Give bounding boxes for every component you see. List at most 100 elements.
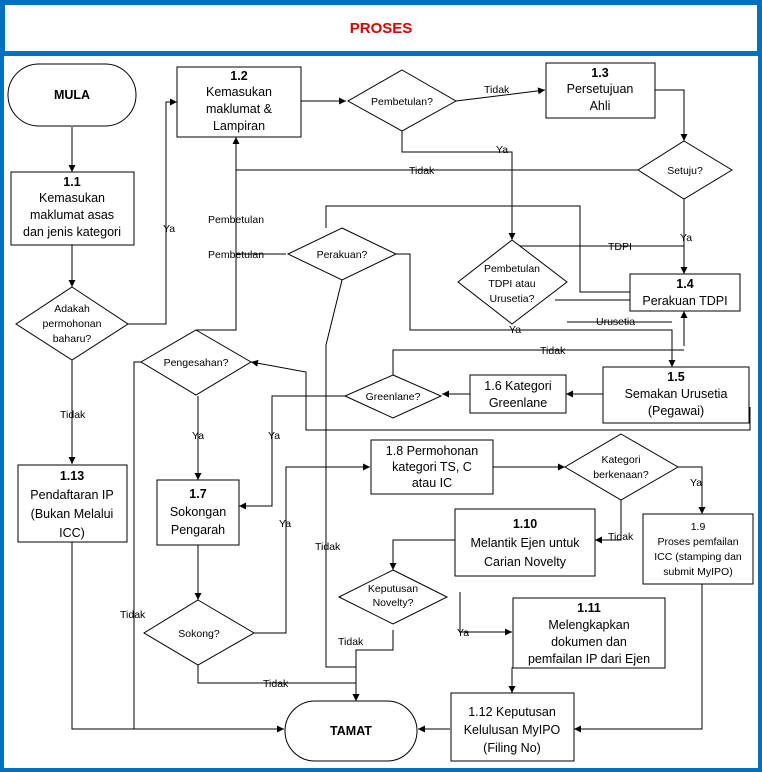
- svg-text:MULA: MULA: [54, 88, 90, 102]
- svg-text:Pendaftaran IP: Pendaftaran IP: [30, 488, 113, 502]
- label-ya-sokong: Ya: [279, 518, 291, 530]
- svg-text:Kemasukan: Kemasukan: [39, 191, 105, 205]
- svg-text:Perakuan?: Perakuan?: [317, 249, 368, 261]
- label-urusetia: Urusetia: [596, 316, 635, 328]
- label-ya-keputusan: Ya: [457, 627, 469, 639]
- svg-text:Greenlane: Greenlane: [489, 396, 547, 410]
- connectors: [68, 87, 751, 733]
- svg-text:Ahli: Ahli: [590, 99, 611, 113]
- label-ya-greenlane: Ya: [268, 430, 280, 442]
- svg-text:maklumat &: maklumat &: [206, 102, 273, 116]
- svg-text:Kemasukan: Kemasukan: [206, 85, 272, 99]
- svg-text:dokumen dan: dokumen dan: [551, 635, 627, 649]
- edge-labels: Ya Tidak Tidak Ya Tidak Ya Pembetulan Pe…: [60, 84, 702, 690]
- label-tidak-pengesahan: Tidak: [120, 609, 146, 621]
- decision-kategori-berkenaan: Kategori berkenaan?: [564, 433, 679, 501]
- process-1-4: 1.4 Perakuan TDPI: [629, 273, 741, 312]
- decision-adakah-baharu: Adakah permohonan baharu?: [15, 286, 129, 361]
- svg-text:Semakan Urusetia: Semakan Urusetia: [625, 387, 728, 401]
- svg-text:1.5: 1.5: [667, 370, 684, 384]
- label-tidak-greenlane: Tidak: [540, 345, 566, 357]
- svg-text:TAMAT: TAMAT: [330, 724, 372, 738]
- svg-text:maklumat asas: maklumat asas: [30, 208, 114, 222]
- process-1-3: 1.3 Persetujuan Ahli: [545, 62, 656, 119]
- svg-text:Urusetia?: Urusetia?: [490, 293, 535, 305]
- label-ya-kategori: Ya: [690, 477, 702, 489]
- svg-text:1.2: 1.2: [230, 69, 247, 83]
- svg-text:Pembetulan: Pembetulan: [484, 263, 540, 275]
- decision-pembetulan-tdpi-urusetia: Pembetulan TDPI atau Urusetia?: [457, 239, 568, 325]
- svg-text:submit MyIPO): submit MyIPO): [663, 566, 732, 578]
- svg-text:1.12 Keputusan: 1.12 Keputusan: [468, 705, 556, 719]
- label-ya-pembetulan: Ya: [496, 144, 508, 156]
- svg-text:1.9: 1.9: [691, 521, 706, 533]
- svg-text:Melantik Ejen untuk: Melantik Ejen untuk: [470, 536, 580, 550]
- process-1-13: 1.13 Pendaftaran IP (Bukan Melalui ICC): [17, 464, 128, 543]
- decision-greenlane: Greenlane?: [343, 374, 443, 419]
- end-terminal: TAMAT: [284, 700, 418, 762]
- process-1-11: 1.11 Melengkapkan dokumen dan pemfailan …: [512, 597, 666, 669]
- label-tidak-kategori: Tidak: [608, 531, 634, 543]
- svg-text:dan jenis kategori: dan jenis kategori: [23, 225, 121, 239]
- label-pembetulan-2: Pembetulan: [208, 249, 264, 261]
- decision-perakuan: Perakuan?: [286, 227, 398, 281]
- svg-text:Melengkapkan: Melengkapkan: [548, 618, 629, 632]
- svg-text:(Pegawai): (Pegawai): [648, 404, 704, 418]
- process-1-10: 1.10 Melantik Ejen untuk Carian Novelty: [454, 508, 596, 577]
- svg-text:Adakah: Adakah: [54, 303, 90, 315]
- label-pembetulan-1: Pembetulan: [208, 214, 264, 226]
- svg-text:Novelty?: Novelty?: [373, 597, 414, 609]
- svg-text:Persetujuan: Persetujuan: [567, 82, 634, 96]
- svg-text:1.1: 1.1: [63, 175, 80, 189]
- svg-text:Proses pemfailan: Proses pemfailan: [657, 536, 738, 548]
- svg-text:Pengarah: Pengarah: [171, 523, 225, 537]
- svg-text:Kategori: Kategori: [601, 454, 640, 466]
- svg-text:1.3: 1.3: [591, 66, 608, 80]
- decision-keputusan-novelty: Keputusan Novelty?: [337, 569, 449, 625]
- label-tidak-perakuan: Tidak: [315, 541, 341, 553]
- process-1-7: 1.7 Sokongan Pengarah: [156, 479, 240, 546]
- process-1-2: 1.2 Kemasukan maklumat & Lampiran: [176, 66, 302, 138]
- svg-text:atau IC: atau IC: [412, 476, 452, 490]
- svg-text:(Bukan Melalui: (Bukan Melalui: [31, 507, 114, 521]
- svg-text:Sokong?: Sokong?: [178, 628, 220, 640]
- svg-text:permohonan: permohonan: [43, 318, 102, 330]
- label-ya-setuju: Ya: [680, 232, 692, 244]
- decision-setuju: Setuju?: [637, 140, 733, 200]
- svg-text:Carian Novelty: Carian Novelty: [484, 555, 567, 569]
- svg-text:pemfailan IP dari Ejen: pemfailan IP dari Ejen: [528, 652, 650, 666]
- svg-text:(Filing No): (Filing No): [483, 741, 541, 755]
- diagram-title: PROSES: [350, 20, 413, 37]
- svg-text:1.8 Permohonan: 1.8 Permohonan: [386, 444, 478, 458]
- svg-text:ICC (stamping dan: ICC (stamping dan: [654, 551, 742, 563]
- svg-text:ICC): ICC): [59, 526, 85, 540]
- label-tdpi: TDPI: [608, 241, 632, 253]
- label-tidak-keputusan: Tidak: [338, 636, 364, 648]
- svg-text:kategori TS, C: kategori TS, C: [392, 460, 472, 474]
- decision-pembetulan: Pembetulan?: [346, 69, 458, 132]
- svg-text:1.13: 1.13: [60, 469, 84, 483]
- svg-text:1.4: 1.4: [676, 277, 693, 291]
- label-tidak-pembetulan: Tidak: [484, 84, 510, 96]
- label-tidak-sokong: Tidak: [263, 678, 289, 690]
- label-ya-pengesahan: Ya: [192, 430, 204, 442]
- label-ya-perakuan: Ya: [509, 324, 521, 336]
- svg-text:Pembetulan?: Pembetulan?: [371, 96, 433, 108]
- svg-text:1.6 Kategori: 1.6 Kategori: [484, 379, 551, 393]
- label-ya-adakah: Ya: [163, 223, 175, 235]
- svg-text:berkenaan?: berkenaan?: [593, 469, 649, 481]
- process-1-8: 1.8 Permohonan kategori TS, C atau IC: [370, 439, 494, 495]
- svg-text:1.11: 1.11: [577, 601, 601, 615]
- decision-pengesahan: Pengesahan?: [140, 329, 252, 396]
- process-1-5: 1.5 Semakan Urusetia (Pegawai): [602, 366, 750, 424]
- process-1-9: 1.9 Proses pemfailan ICC (stamping dan s…: [642, 513, 754, 585]
- decision-sokong: Sokong?: [143, 599, 255, 666]
- svg-text:Pengesahan?: Pengesahan?: [164, 357, 229, 369]
- svg-text:Sokongan: Sokongan: [170, 505, 226, 519]
- label-tidak-setuju: Tidak: [409, 165, 435, 177]
- svg-text:1.7: 1.7: [189, 487, 206, 501]
- svg-text:Kelulusan MyIPO: Kelulusan MyIPO: [464, 723, 561, 737]
- svg-text:Perakuan TDPI: Perakuan TDPI: [642, 294, 727, 308]
